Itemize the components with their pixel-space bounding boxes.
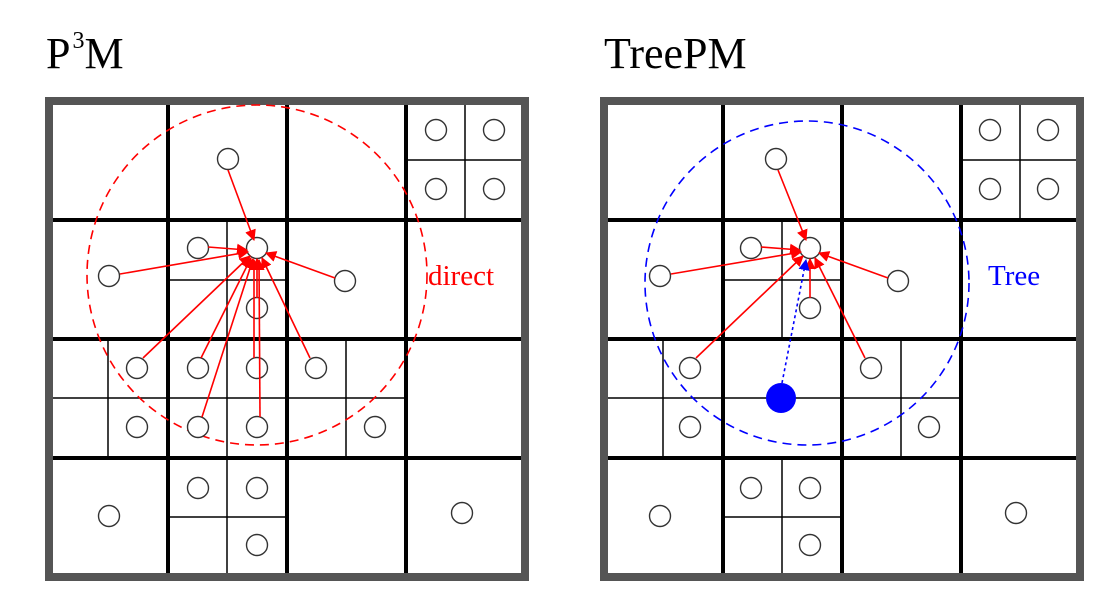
particle <box>648 264 672 288</box>
particle <box>886 269 910 293</box>
force-arrow <box>777 169 808 242</box>
force-arrows <box>670 169 889 359</box>
force-arrow <box>207 243 249 255</box>
particle <box>245 476 269 500</box>
force-arrow <box>670 248 803 275</box>
panel-title: P3M <box>46 28 124 78</box>
particle <box>739 476 763 500</box>
particle <box>678 356 702 380</box>
particle <box>245 356 269 380</box>
panel-p3m: P3M <box>45 28 529 581</box>
particle <box>798 476 822 500</box>
particle <box>482 118 506 142</box>
particle <box>678 415 702 439</box>
force-arrow <box>760 243 802 255</box>
force-arrow <box>814 256 866 359</box>
particle <box>1036 118 1060 142</box>
particle <box>97 504 121 528</box>
force-arrow <box>817 251 889 279</box>
particle <box>798 296 822 320</box>
force-arrow <box>201 257 256 418</box>
force-arrow <box>142 255 251 359</box>
region-label: Tree <box>988 260 1040 292</box>
particle <box>978 177 1002 201</box>
particle <box>186 415 210 439</box>
region-label: direct <box>428 260 494 292</box>
particle <box>450 501 474 525</box>
particle <box>333 269 357 293</box>
particle <box>798 533 822 557</box>
particle <box>216 147 240 171</box>
tree-force-arrow <box>781 258 810 384</box>
particle <box>125 415 149 439</box>
force-arrow <box>264 251 336 279</box>
target-particle <box>245 236 269 260</box>
particle <box>424 177 448 201</box>
direct-region-circle <box>86 104 428 446</box>
grid <box>45 97 529 581</box>
particle <box>978 118 1002 142</box>
particles <box>648 118 1060 557</box>
particle <box>304 356 328 380</box>
force-arrow <box>200 256 252 359</box>
grid <box>600 97 1084 581</box>
tree-node-marker <box>766 383 796 413</box>
force-arrows <box>119 169 336 418</box>
force-arrow <box>253 258 265 418</box>
particle <box>648 504 672 528</box>
particle <box>1036 177 1060 201</box>
force-arrow <box>695 255 804 359</box>
panel-title: TreePM <box>604 29 747 78</box>
particle <box>245 296 269 320</box>
particle <box>245 415 269 439</box>
tree-region-circle <box>644 120 970 446</box>
particle <box>1004 501 1028 525</box>
force-arrow <box>119 248 250 275</box>
particle <box>245 533 269 557</box>
particles <box>97 118 506 557</box>
particle <box>97 264 121 288</box>
target-particle <box>798 236 822 260</box>
panel-treepm: TreePM <box>600 29 1084 581</box>
force-arrow <box>227 169 256 242</box>
particle <box>764 147 788 171</box>
particle <box>186 476 210 500</box>
particle <box>125 356 149 380</box>
particle <box>917 415 941 439</box>
particle <box>363 415 387 439</box>
particle <box>424 118 448 142</box>
grid-border <box>45 97 529 581</box>
force-arrow <box>261 256 311 359</box>
particle <box>186 236 210 260</box>
particle <box>859 356 883 380</box>
grid-border <box>600 97 1084 581</box>
particle <box>482 177 506 201</box>
particle <box>186 356 210 380</box>
particle <box>739 236 763 260</box>
